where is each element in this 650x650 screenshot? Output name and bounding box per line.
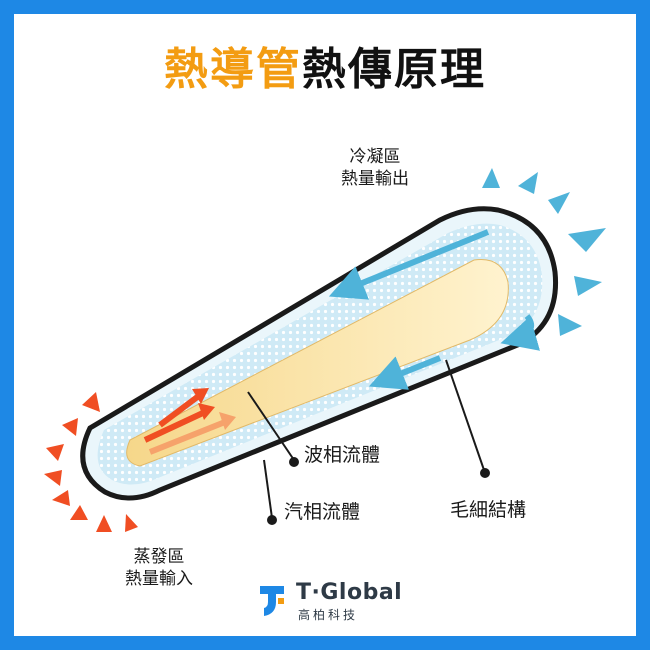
vapor-arrow-2-head <box>219 412 236 430</box>
liquid-arrow-2 <box>500 314 541 351</box>
vapor-arrow-1 <box>143 409 207 443</box>
heat-in-arrow-8 <box>125 514 138 532</box>
vapor-leader-dot <box>267 515 277 525</box>
liquid-arrow-1 <box>328 229 490 300</box>
heat-out-arrow-1 <box>482 168 500 188</box>
heat-in-arrow-3 <box>46 444 64 461</box>
condense-zone-label: 冷凝區 熱量輸出 <box>330 146 420 190</box>
heat-out-arrow-4 <box>568 228 606 252</box>
liquid-leader-dot <box>289 457 299 467</box>
heat-in-arrow-7 <box>96 515 112 532</box>
heat-in-arrow-6 <box>70 505 88 520</box>
vapor-arrow-3-head <box>192 388 209 404</box>
liquid-fluid-label: 波相流體 <box>304 444 381 466</box>
vapor-fluid-label: 汽相流體 <box>284 501 361 523</box>
brand-logo: T·Global 高柏科技 <box>258 580 408 624</box>
condense-zone-text: 冷凝區 <box>349 147 401 167</box>
heat-in-arrow-2 <box>62 418 78 436</box>
evaporate-zone-label: 蒸發區 熱量輸入 <box>114 546 204 590</box>
heat-out-arrow-2 <box>518 172 538 194</box>
heat-out-arrow-6 <box>558 314 582 336</box>
liquid-leader-line <box>247 391 295 461</box>
heat-in-arrow-5 <box>52 490 70 506</box>
heat-input-text: 熱量輸入 <box>125 569 193 589</box>
heat-in-arrow-4 <box>44 470 62 486</box>
heat-output-arrows <box>482 168 606 336</box>
vapor-arrow-2 <box>148 419 227 455</box>
wick-leader-dot <box>480 468 490 478</box>
evaporate-zone-text: 蒸發區 <box>133 547 185 567</box>
heat-out-arrow-5 <box>574 276 602 296</box>
heat-output-text: 熱量輸出 <box>341 169 409 189</box>
title-rest: 熱傳原理 <box>302 44 486 95</box>
brand-subtitle: 高柏科技 <box>298 608 359 622</box>
vapor-arrow-1-head <box>198 403 215 420</box>
wick-leader-line <box>445 359 485 471</box>
brand-name: T·Global <box>296 580 403 605</box>
brand-mark-icon <box>260 586 284 616</box>
vapor-arrow-3 <box>158 392 202 428</box>
liquid-arrow-3 <box>368 355 442 390</box>
wick-structure-label: 毛細結構 <box>450 499 527 521</box>
heat-input-arrows <box>44 392 138 532</box>
vapor-leader-line <box>263 459 273 519</box>
heat-out-arrow-3 <box>548 192 570 214</box>
heat-in-arrow-1 <box>82 392 100 412</box>
title-highlight: 熱導管 <box>164 44 302 95</box>
vapor-arrows <box>143 388 236 455</box>
liquid-return-arrows <box>328 229 541 390</box>
diagram-title: 熱導管熱傳原理 <box>0 44 650 96</box>
callout-lines <box>247 359 490 525</box>
